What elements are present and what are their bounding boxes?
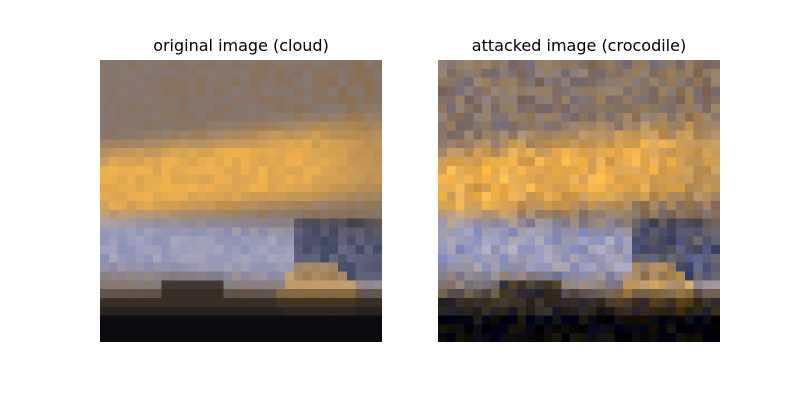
attacked-cloud-image	[438, 60, 720, 342]
attacked-image-title: attacked image (crocodile)	[471, 36, 687, 55]
original-image-panel: original image (cloud)	[100, 36, 382, 342]
original-cloud-pixels	[100, 60, 382, 342]
original-image-title: original image (cloud)	[153, 36, 329, 55]
original-cloud-image	[100, 60, 382, 342]
attacked-image-panel: attacked image (crocodile)	[438, 36, 720, 342]
attacked-cloud-pixels	[438, 60, 720, 342]
